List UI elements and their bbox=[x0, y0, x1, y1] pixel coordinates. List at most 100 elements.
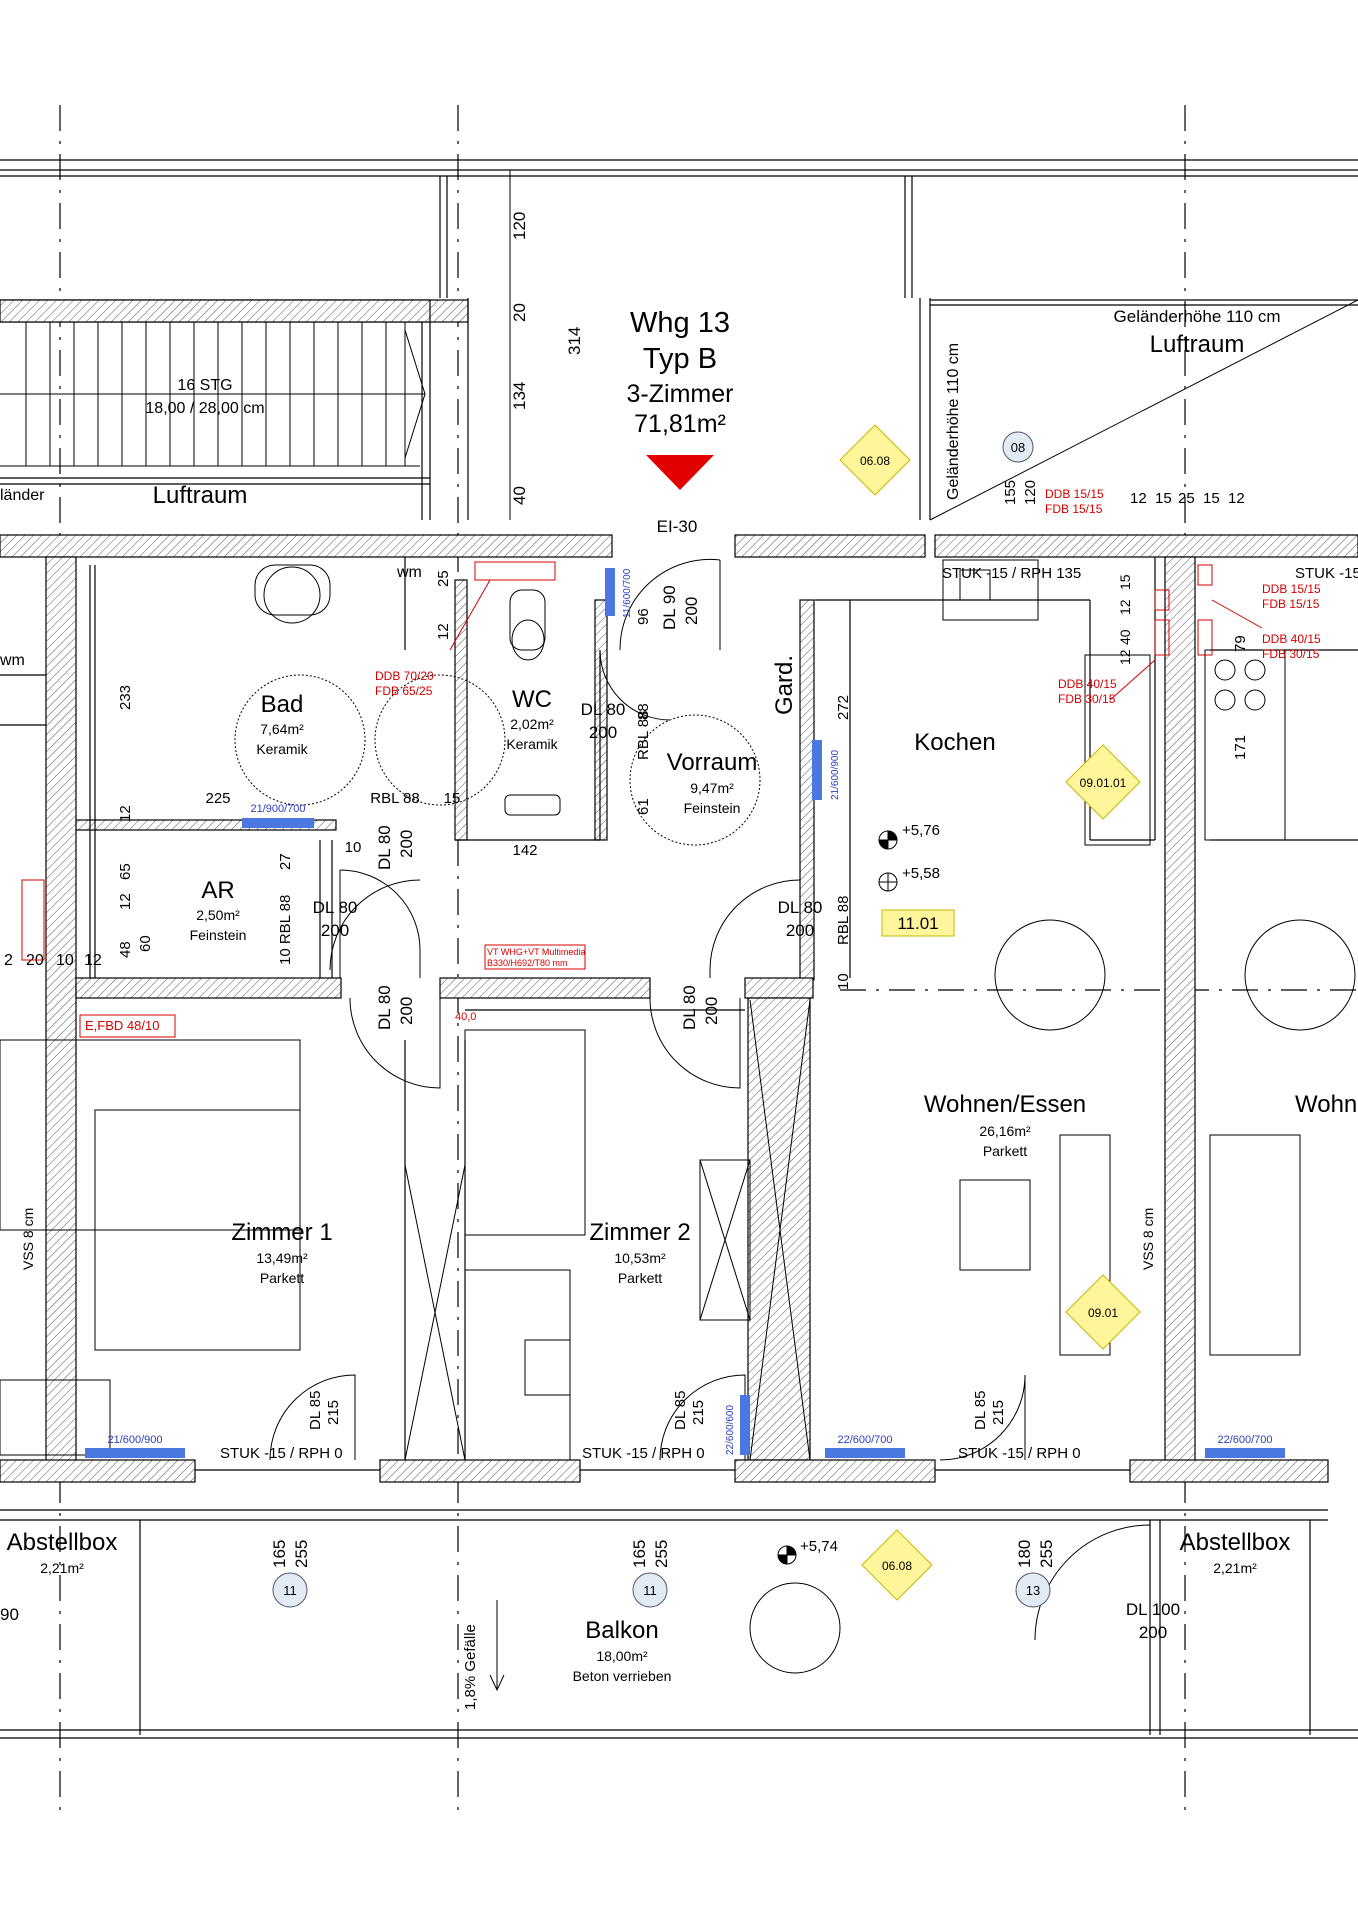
room-kochen: Kochen bbox=[914, 729, 995, 756]
svg-text:200: 200 bbox=[702, 997, 721, 1025]
svg-text:15: 15 bbox=[1203, 490, 1220, 507]
marker-13: 13 bbox=[1026, 1583, 1040, 1598]
svg-text:12: 12 bbox=[84, 952, 102, 969]
dims-top: 120 20 134 40 314 bbox=[509, 170, 584, 520]
svg-text:Zimmer 2: Zimmer 2 bbox=[589, 1219, 690, 1246]
svg-text:25: 25 bbox=[435, 570, 452, 587]
dim-134: 134 bbox=[510, 382, 529, 410]
room-zimmer2: Zimmer 2 10,53m² Parkett bbox=[589, 1219, 690, 1286]
walls bbox=[0, 534, 1358, 1483]
fdb-5: FDB 30/15 bbox=[1058, 692, 1116, 706]
svg-text:Vorraum: Vorraum bbox=[667, 749, 758, 776]
svg-text:200: 200 bbox=[682, 597, 701, 625]
stair-dims: 18,00 / 28,00 cm bbox=[145, 400, 264, 417]
radiator-wc: 11/600/700 bbox=[622, 568, 633, 618]
ei30-label: EI-30 bbox=[657, 517, 698, 536]
radiator-right: 22/600/700 bbox=[1217, 1434, 1272, 1446]
svg-text:15: 15 bbox=[1155, 490, 1172, 507]
svg-text:27: 27 bbox=[277, 853, 294, 870]
stuk-kochen: STUK -15 / RPH 135 bbox=[942, 565, 1081, 582]
red-notes: DDB 70/20 FDB 65/25 DDB 15/15 FDB 15/15 … bbox=[21, 487, 1321, 1038]
svg-text:Parkett: Parkett bbox=[260, 1270, 304, 1286]
room-abstell-right: Abstellbox 2,21m² bbox=[1180, 1529, 1291, 1576]
radiator-z2: 22/600/600 bbox=[725, 1405, 736, 1455]
svg-text:Zimmer 1: Zimmer 1 bbox=[231, 1219, 332, 1246]
fdb-1: FDB 65/25 bbox=[375, 684, 433, 698]
svg-text:200: 200 bbox=[589, 723, 617, 742]
svg-text:2: 2 bbox=[4, 952, 13, 969]
svg-text:2,02m²: 2,02m² bbox=[510, 716, 554, 732]
svg-text:79: 79 bbox=[1232, 635, 1249, 652]
svg-text:Abstellbox: Abstellbox bbox=[7, 1529, 118, 1556]
radiator-z1: 21/600/900 bbox=[107, 1434, 162, 1446]
svg-text:RBL 88: RBL 88 bbox=[835, 896, 852, 945]
stuk-z1: STUK -15 / RPH 0 bbox=[220, 1445, 343, 1462]
svg-text:DL 100: DL 100 bbox=[1126, 1600, 1180, 1619]
dims-interior: 96 233 225 12 25 12 142 27 10 12 65 48 6… bbox=[4, 480, 1249, 1568]
room-wc: WC 2,02m² Keramik bbox=[506, 686, 558, 752]
svg-text:DL 85: DL 85 bbox=[972, 1391, 989, 1430]
level-markers: +5,76 +5,58 11.01 +5,74 bbox=[777, 822, 955, 1565]
stair bbox=[0, 321, 426, 467]
svg-text:10,53m²: 10,53m² bbox=[614, 1250, 666, 1266]
tag-0901: 09.01 bbox=[1088, 1306, 1118, 1320]
svg-text:Beton verrieben: Beton verrieben bbox=[573, 1668, 672, 1684]
svg-text:AR: AR bbox=[201, 877, 234, 904]
level-576: +5,76 bbox=[902, 822, 940, 839]
stuk-right-top: STUK -15 bbox=[1295, 565, 1358, 582]
svg-text:165: 165 bbox=[270, 1540, 289, 1568]
svg-text:18,00m²: 18,00m² bbox=[596, 1648, 648, 1664]
svg-text:12: 12 bbox=[1117, 649, 1133, 665]
dim-314: 314 bbox=[565, 327, 584, 355]
note-400: 40,0 bbox=[455, 1011, 476, 1023]
stuk-wohnen: STUK -15 / RPH 0 bbox=[958, 1445, 1081, 1462]
svg-text:WC: WC bbox=[512, 686, 552, 713]
ddb-2: DDB 15/15 bbox=[1045, 487, 1104, 501]
fdb-3: FDB 15/15 bbox=[1262, 597, 1320, 611]
svg-text:65: 65 bbox=[117, 863, 134, 880]
wohn-partial: Wohn bbox=[1295, 1091, 1357, 1118]
svg-text:DL 80: DL 80 bbox=[778, 898, 823, 917]
unit-type: Typ B bbox=[643, 343, 717, 375]
stair-count: 16 STG bbox=[177, 377, 232, 394]
dim-40: 40 bbox=[510, 486, 529, 505]
svg-text:RBL 88: RBL 88 bbox=[635, 711, 652, 760]
room-zimmer1: Zimmer 1 13,49m² Parkett bbox=[231, 1219, 332, 1286]
interior-lines bbox=[0, 557, 1358, 1739]
svg-text:255: 255 bbox=[652, 1540, 671, 1568]
svg-text:10: 10 bbox=[345, 839, 362, 856]
room-balkon: Balkon 18,00m² Beton verrieben bbox=[573, 1617, 672, 1684]
ddb-3: DDB 15/15 bbox=[1262, 582, 1321, 596]
svg-text:200: 200 bbox=[397, 997, 416, 1025]
svg-text:215: 215 bbox=[325, 1400, 342, 1425]
svg-text:10: 10 bbox=[56, 952, 74, 969]
svg-text:61: 61 bbox=[635, 798, 652, 815]
svg-text:272: 272 bbox=[835, 695, 852, 720]
svg-text:DL 80: DL 80 bbox=[680, 985, 699, 1030]
circle-markers: 08 11 11 13 bbox=[272, 431, 1051, 1608]
svg-text:96: 96 bbox=[635, 608, 652, 625]
fdb-4: FDB 30/15 bbox=[1262, 647, 1320, 661]
svg-text:165: 165 bbox=[630, 1540, 649, 1568]
level-tag: 11.01 bbox=[897, 914, 938, 933]
svg-text:88: 88 bbox=[635, 703, 652, 720]
svg-text:225: 225 bbox=[205, 790, 230, 807]
svg-text:215: 215 bbox=[990, 1400, 1007, 1425]
unit-area: 71,81m² bbox=[634, 410, 726, 438]
radiator-wohnen: 22/600/700 bbox=[837, 1434, 892, 1446]
dim-20: 20 bbox=[510, 303, 529, 322]
svg-text:255: 255 bbox=[292, 1540, 311, 1568]
vss-right: VSS 8 cm bbox=[1140, 1208, 1156, 1270]
svg-text:26,16m²: 26,16m² bbox=[979, 1123, 1031, 1139]
svg-text:171: 171 bbox=[1232, 735, 1249, 760]
svg-text:155: 155 bbox=[1002, 480, 1019, 505]
svg-text:9,47m²: 9,47m² bbox=[690, 780, 734, 796]
marker-11-a: 11 bbox=[283, 1583, 297, 1598]
svg-text:Feinstein: Feinstein bbox=[190, 927, 247, 943]
marker-08: 08 bbox=[1011, 440, 1025, 455]
svg-text:Balkon: Balkon bbox=[585, 1617, 658, 1644]
svg-text:Wohnen/Essen: Wohnen/Essen bbox=[924, 1091, 1086, 1118]
room-bad: Bad 7,64m² Keramik bbox=[256, 691, 308, 757]
radiator-bad: 21/900/700 bbox=[250, 803, 305, 815]
svg-text:12: 12 bbox=[1117, 599, 1133, 615]
